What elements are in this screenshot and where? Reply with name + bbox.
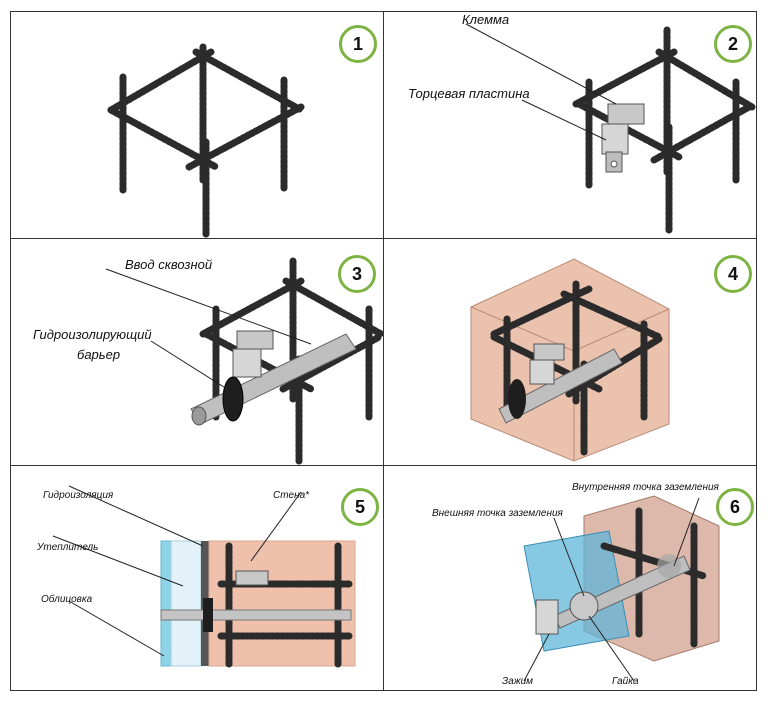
wall-section-illustration: [52, 485, 356, 670]
clamp-illustration: [601, 103, 645, 173]
rebar-cage-with-clamp-illustration: [465, 23, 756, 234]
step-number-badge: 3: [338, 255, 376, 293]
clip-label: Зажим: [502, 676, 533, 687]
wall-label: Стена*: [273, 490, 310, 501]
step-panel-1: 1: [10, 11, 384, 239]
step-number: 4: [727, 263, 738, 284]
step-number: 2: [727, 33, 738, 54]
internal-ground-point-label: Внутренняя точка заземления: [572, 482, 719, 493]
step-panel-2: Клемма Торцевая пластина 2: [383, 11, 757, 239]
external-ground-point-label: Внешняя точка заземления: [432, 508, 563, 519]
clamp-label: Клемма: [462, 12, 510, 27]
rebar-cage-illustration: [107, 43, 305, 238]
grounding-points-illustration: [523, 495, 720, 682]
end-plate-label: Торцевая пластина: [408, 86, 530, 101]
step-number: 3: [351, 263, 362, 284]
cladding-label: Облицовка: [41, 594, 93, 605]
feedthrough-assembly-illustration: [105, 257, 383, 465]
step-number-badge: 2: [714, 25, 752, 63]
insulation-label: Утеплитель: [37, 542, 99, 553]
steps-grid: 1 Клемма Торцевая плас: [10, 11, 757, 691]
step-number-badge: 4: [714, 255, 752, 293]
step-number: 1: [352, 33, 363, 54]
step-panel-6: Внутренняя точка заземления Внешняя точк…: [383, 465, 757, 691]
concreted-assembly-illustration: [470, 258, 670, 462]
step-number: 5: [354, 496, 365, 517]
step-panel-3: Ввод сквозной Гидроизолирующий барьер 3: [10, 238, 384, 466]
step-number-badge: 1: [339, 25, 377, 63]
step-panel-5: Гидроизоляция Стена* Утеплитель Облицовк…: [10, 465, 384, 691]
waterproofing-label: Гидроизоляция: [43, 490, 114, 501]
step-panel-4: 4: [383, 238, 757, 466]
step-number-badge: 5: [341, 488, 379, 526]
nut-label: Гайка: [612, 676, 639, 687]
feedthrough-label: Ввод сквозной: [125, 257, 213, 272]
step-number-badge: 6: [716, 488, 754, 526]
step-number: 6: [729, 496, 740, 517]
waterproof-barrier-label-line2: барьер: [77, 347, 121, 362]
waterproof-barrier-label-line1: Гидроизолирующий: [33, 327, 152, 342]
